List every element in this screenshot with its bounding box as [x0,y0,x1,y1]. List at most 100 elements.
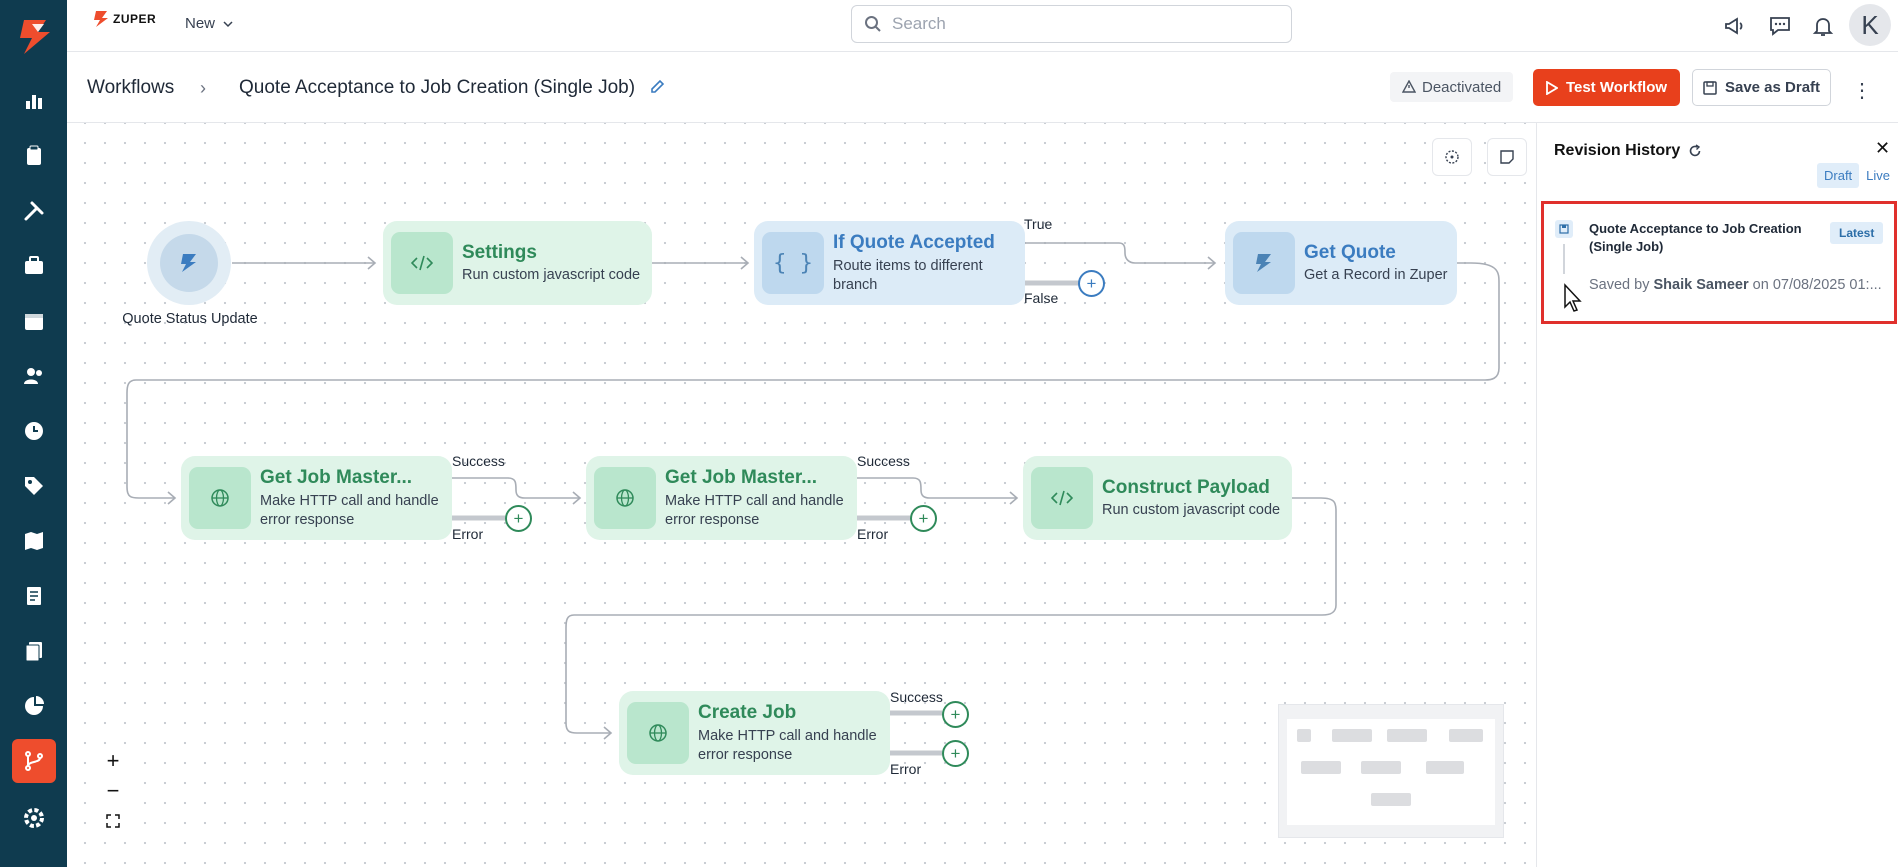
play-icon [1546,80,1558,95]
timeline-line [1563,244,1565,274]
sidebar-item-customers[interactable] [12,354,56,398]
sidebar-item-calendar[interactable] [12,299,56,343]
node-desc: Get a Record in Zuper [1304,267,1448,284]
node-title: Get Job Master... [665,467,818,489]
add-node-plus-icon[interactable]: + [910,505,937,532]
mouse-cursor-icon [1564,283,1582,312]
sidebar-item-reports[interactable] [12,684,56,728]
status-badge: Deactivated [1390,72,1514,102]
tab-live[interactable]: Live [1866,168,1891,183]
sidebar-item-map[interactable] [12,519,56,563]
sidebar-item-briefcase[interactable] [12,244,56,288]
branch-label-false: False [1024,290,1059,306]
add-node-plus-icon[interactable]: + [505,505,532,532]
chat-icon[interactable] [1764,10,1796,42]
close-icon[interactable]: ✕ [1875,138,1891,158]
new-label: New [185,15,216,32]
workflow-icon [25,751,43,771]
panel-title: Revision History [1554,142,1702,160]
branch-label-success: Success [452,453,505,469]
sidebar-item-settings[interactable] [12,796,56,840]
workflow-title: Quote Acceptance to Job Creation (Single… [239,77,636,98]
edit-pencil-icon[interactable] [649,78,666,100]
node-title: Settings [462,241,537,263]
save-draft-button[interactable]: Save as Draft [1692,69,1831,106]
tag-icon [25,477,43,495]
map-icon [25,532,43,550]
app-logo-icon[interactable] [10,14,56,58]
revision-meta: Saved by Shaik Sameer on 07/08/2025 01:.… [1589,277,1889,293]
zoom-controls: + − [97,746,129,836]
node-title: Create Job [698,702,797,724]
revision-date: on 07/08/2025 01:... [1752,277,1882,293]
add-node-plus-icon[interactable]: + [942,740,969,767]
code-icon [1031,467,1093,529]
minimap[interactable] [1278,704,1504,838]
panel-title-text: Revision History [1554,142,1681,159]
sidebar-item-workflows[interactable] [12,739,56,783]
fit-view-icon[interactable] [97,806,129,836]
pie-chart-icon [25,696,44,715]
trigger-node[interactable] [147,221,231,305]
more-options-icon[interactable]: ⋮ [1852,80,1872,102]
refresh-icon[interactable] [1688,144,1702,158]
node-get-job-master-2[interactable]: Get Job Master...Make HTTP call and hand… [586,456,857,540]
brand-name: ZUPER [113,12,157,26]
node-desc: Run custom javascript code [1102,502,1281,519]
node-get-job-master-1[interactable]: Get Job Master...Make HTTP call and hand… [181,456,452,540]
branch-label-error: Error [890,761,922,777]
add-node-plus-icon[interactable]: + [1078,270,1105,297]
sidebar-item-invoices[interactable] [12,574,56,618]
save-icon [1555,220,1573,238]
calendar-icon [25,314,43,330]
breadcrumb-chevron-icon: › [200,78,206,98]
test-workflow-button[interactable]: Test Workflow [1533,69,1680,106]
target-icon [1445,150,1459,164]
sidebar-item-pricing[interactable] [12,464,56,508]
globe-icon [627,702,689,764]
zoom-in-icon[interactable]: + [106,748,120,773]
save-draft-label: Save as Draft [1724,79,1821,96]
zuper-bolt-icon [181,254,196,272]
new-dropdown-button[interactable]: New [185,15,233,32]
branch-label-error: Error [452,526,484,542]
user-avatar[interactable]: K [1849,4,1891,46]
breadcrumb-workflows[interactable]: Workflows [87,77,175,98]
top-bar: ZUPER New K [67,0,1898,52]
search-box[interactable] [851,5,1292,43]
note-icon [1500,150,1514,164]
saved-by-label: Saved by [1589,277,1650,293]
tab-draft[interactable]: Draft [1817,163,1860,188]
sidebar-item-tools[interactable] [12,189,56,233]
focus-view-button[interactable] [1432,138,1472,176]
code-icon [391,232,453,294]
receipt-icon [27,587,41,605]
latest-badge: Latest [1830,222,1884,244]
add-node-plus-icon[interactable]: + [942,701,969,728]
node-desc: Route items to different branch [833,258,983,293]
sidebar-item-documents[interactable] [12,629,56,673]
search-input[interactable] [892,14,1272,34]
braces-icon: { } [762,232,824,294]
zoom-out-icon[interactable]: − [106,778,120,803]
sidebar-item-jobs[interactable] [12,134,56,178]
sidebar-item-dashboard[interactable] [12,79,56,123]
warning-icon [1402,80,1416,93]
brand-logo[interactable]: ZUPER [93,10,156,28]
sidebar-item-timesheets[interactable] [12,409,56,453]
revision-card[interactable]: Quote Acceptance to Job Creation (Single… [1541,201,1897,324]
zuper-bolt-icon [1233,232,1295,294]
announcements-icon[interactable] [1719,10,1751,42]
node-desc: Make HTTP call and handle error response [698,728,877,763]
globe-icon [189,467,251,529]
users-icon [24,368,42,384]
bell-icon[interactable] [1807,10,1839,42]
sticky-note-button[interactable] [1487,138,1527,176]
branch-label-success: Success [857,453,910,469]
